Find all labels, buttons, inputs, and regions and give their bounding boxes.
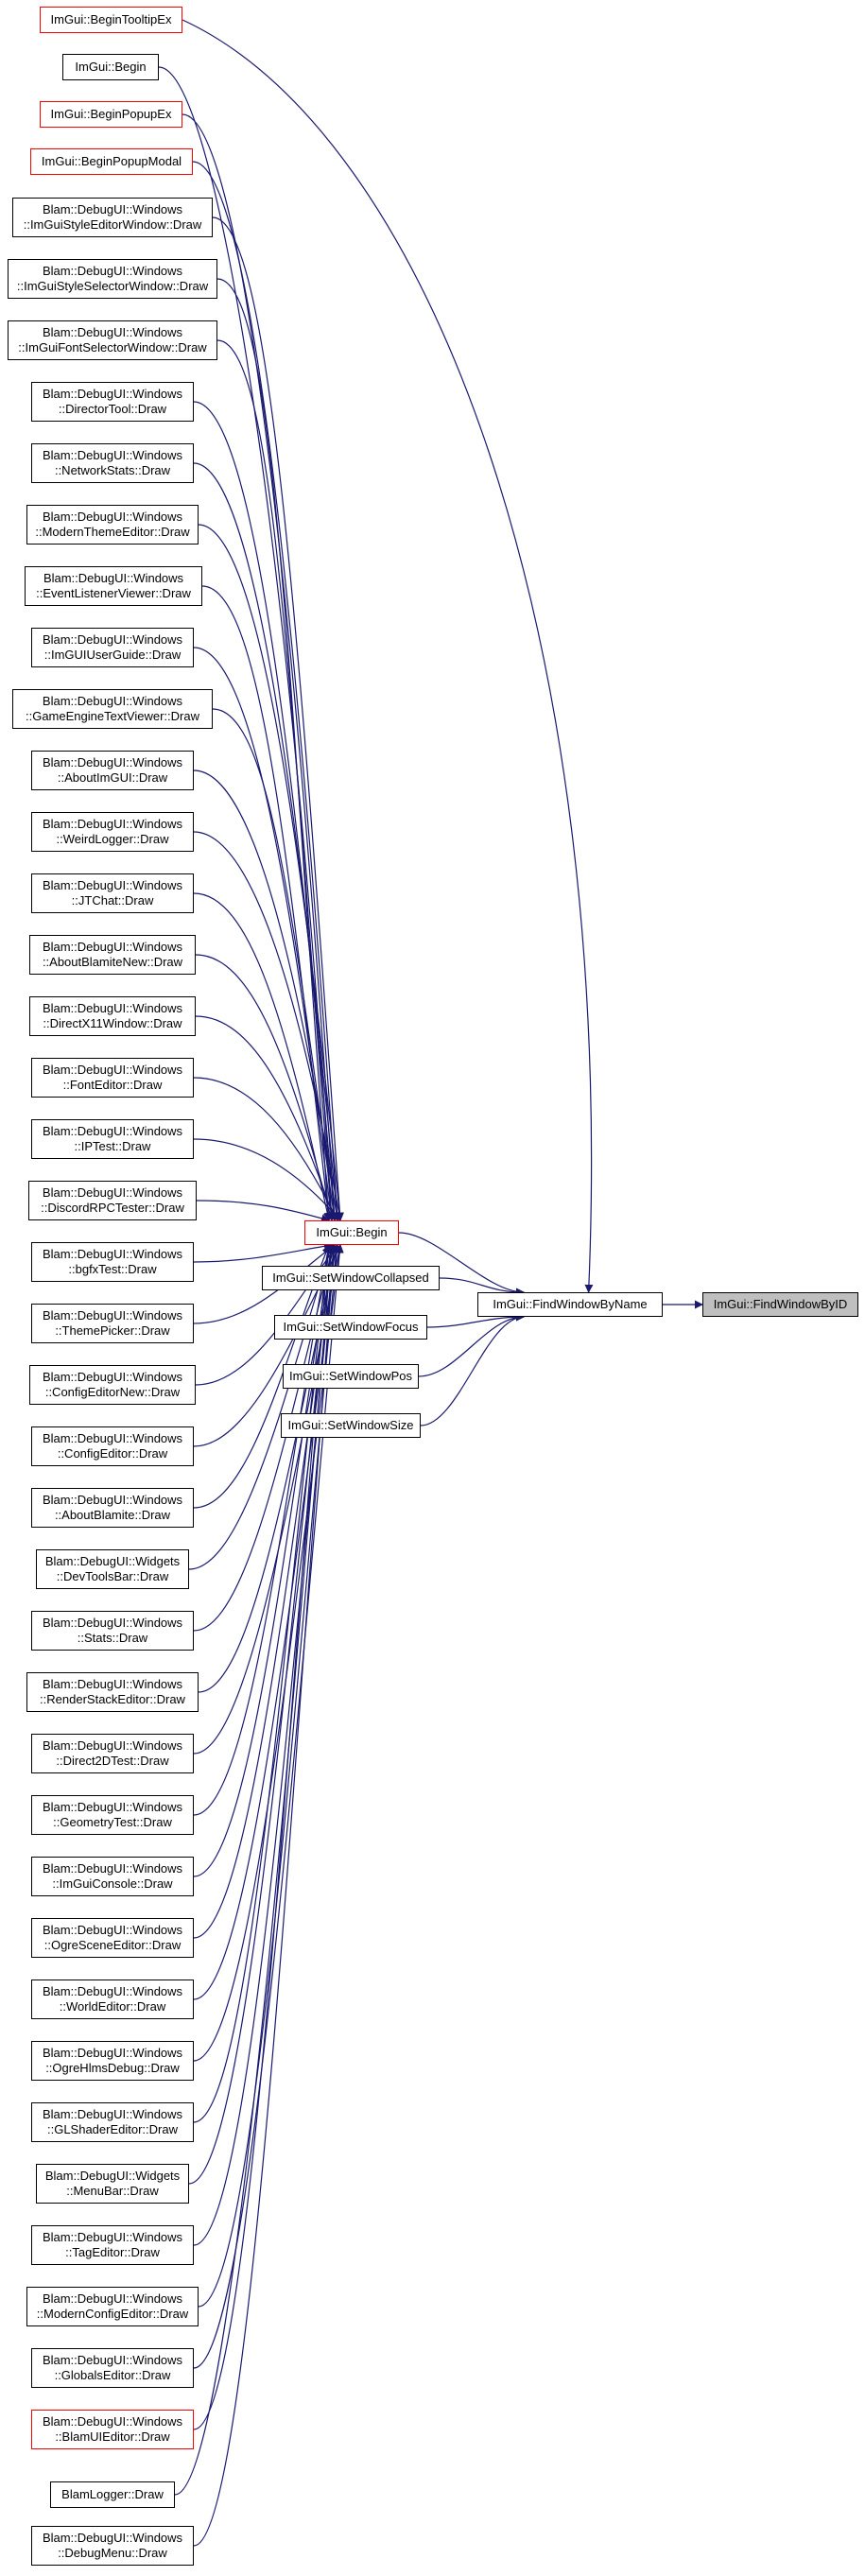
node-blam-debugui-windows-directortool-draw[interactable]: Blam::DebugUI::Windows ::DirectorTool::D…	[31, 382, 194, 422]
edge-caller-to-begin	[193, 1244, 333, 2123]
edge-caller-to-begin	[193, 1244, 332, 1816]
edge-caller-to-begin	[201, 585, 333, 1221]
edge-ss-to-findwindowbyname	[420, 1312, 525, 1426]
edge-caller-to-begin	[196, 1200, 330, 1223]
node-blam-debugui-windows-tageditor-draw[interactable]: Blam::DebugUI::Windows ::TagEditor::Draw	[31, 2225, 194, 2265]
node-blam-debugui-windows-ogrehlmsdebug-draw[interactable]: Blam::DebugUI::Windows ::OgreHlmsDebug::…	[31, 2041, 194, 2081]
node-blam-debugui-windows-configeditor-draw[interactable]: Blam::DebugUI::Windows ::ConfigEditor::D…	[31, 1426, 194, 1466]
node-imgui-findwindowbyid: ImGui::FindWindowByID	[702, 1292, 858, 1317]
edge-caller-to-begin	[193, 1244, 338, 2547]
node-blam-debugui-windows-geometrytest-draw[interactable]: Blam::DebugUI::Windows ::GeometryTest::D…	[31, 1795, 194, 1835]
node-blam-debugui-windows-themepicker-draw[interactable]: Blam::DebugUI::Windows ::ThemePicker::Dr…	[31, 1304, 194, 1343]
node-blam-debugui-windows-worldeditor-draw[interactable]: Blam::DebugUI::Windows ::WorldEditor::Dr…	[31, 1980, 194, 2019]
edge-caller-to-begin	[193, 1244, 344, 2062]
node-blam-debugui-windows-ogresceneeditor-draw[interactable]: Blam::DebugUI::Windows ::OgreSceneEditor…	[31, 1918, 194, 1958]
edge-caller-to-begin	[192, 161, 341, 1221]
node-imgui-begin[interactable]: ImGui::Begin	[62, 54, 159, 80]
node-blam-debugui-windows-eventlistenerviewer-draw[interactable]: Blam::DebugUI::Windows ::EventListenerVi…	[25, 566, 202, 606]
edge-caller-to-begin	[193, 892, 332, 1221]
node-blam-debugui-windows-renderstackeditor-draw[interactable]: Blam::DebugUI::Windows ::RenderStackEdit…	[26, 1672, 199, 1712]
node-blam-debugui-windows-discordrpctester-draw[interactable]: Blam::DebugUI::Windows ::DiscordRPCTeste…	[28, 1181, 197, 1220]
edge-caller-to-begin	[188, 1244, 334, 1570]
node-blamlogger-draw[interactable]: BlamLogger::Draw	[50, 2481, 175, 2508]
node-blam-debugui-windows-gameenginetextviewer-draw[interactable]: Blam::DebugUI::Windows ::GameEngineTextV…	[12, 689, 213, 729]
edge-caller-to-begin	[216, 278, 333, 1221]
node-blam-debugui-windows-aboutimgui-draw[interactable]: Blam::DebugUI::Windows ::AboutImGUI::Dra…	[31, 751, 194, 790]
node-blam-debugui-windows-direct2dtest-draw[interactable]: Blam::DebugUI::Windows ::Direct2DTest::D…	[31, 1734, 194, 1773]
node-imgui-findwindowbyname[interactable]: ImGui::FindWindowByName	[477, 1292, 663, 1317]
node-blam-debugui-windows-iptest-draw[interactable]: Blam::DebugUI::Windows ::IPTest::Draw	[31, 1119, 194, 1159]
node-blam-debugui-windows-imguifontselectorwindow-draw[interactable]: Blam::DebugUI::Windows ::ImGuiFontSelect…	[8, 320, 217, 360]
edge-caller-to-begin	[198, 524, 344, 1221]
node-blam-debugui-windows-bgfxtest-draw[interactable]: Blam::DebugUI::Windows ::bgfxTest::Draw	[31, 1242, 194, 1282]
node-blam-debugui-windows-imguiconsole-draw[interactable]: Blam::DebugUI::Windows ::ImGuiConsole::D…	[31, 1857, 194, 1896]
node-blam-debugui-widgets-devtoolsbar-draw[interactable]: Blam::DebugUI::Widgets ::DevToolsBar::Dr…	[36, 1549, 189, 1589]
node-imgui-setwindowpos[interactable]: ImGui::SetWindowPos	[283, 1364, 419, 1389]
node-blam-debugui-widgets-menubar-draw[interactable]: Blam::DebugUI::Widgets ::MenuBar::Draw	[36, 2164, 189, 2204]
node-imgui-setwindowsize[interactable]: ImGui::SetWindowSize	[281, 1413, 421, 1438]
edge-begintooltipex-to-findwindowbyname	[182, 19, 594, 1293]
edge-sc-to-findwindowbyname	[439, 1277, 525, 1297]
edge-caller-to-begin	[193, 462, 341, 1221]
node-blam-debugui-windows-imguistyleeditorwindow-draw[interactable]: Blam::DebugUI::Windows ::ImGuiStyleEdito…	[12, 198, 213, 237]
edge-hub-to-findwindowbyname	[398, 1232, 525, 1297]
edge-caller-to-begin	[193, 1244, 336, 1877]
edge-caller-to-begin	[193, 1138, 341, 1221]
node-blam-debugui-windows-configeditornew-draw[interactable]: Blam::DebugUI::Windows ::ConfigEditorNew…	[29, 1365, 196, 1405]
node-imgui-setwindowcollapsed[interactable]: ImGui::SetWindowCollapsed	[262, 1266, 440, 1290]
node-blam-debugui-windows-blamuieditor-draw[interactable]: Blam::DebugUI::Windows ::BlamUIEditor::D…	[31, 2410, 194, 2449]
node-blam-debugui-windows-stats-draw[interactable]: Blam::DebugUI::Windows ::Stats::Draw	[31, 1611, 194, 1651]
node-imgui-begintooltipex[interactable]: ImGui::BeginTooltipEx	[40, 7, 182, 33]
node-blam-debugui-windows-modernconfigeditor-draw[interactable]: Blam::DebugUI::Windows ::ModernConfigEdi…	[26, 2287, 199, 2326]
edge-caller-to-begin	[193, 831, 343, 1221]
edge-caller-to-begin	[182, 113, 338, 1221]
node-blam-debugui-windows-networkstats-draw[interactable]: Blam::DebugUI::Windows ::NetworkStats::D…	[31, 443, 194, 483]
edge-caller-to-begin	[195, 1015, 337, 1221]
node-blam-debugui-windows-glshadereditor-draw[interactable]: Blam::DebugUI::Windows ::GLShaderEditor:…	[31, 2102, 194, 2142]
node-imgui-beginpopupmodal[interactable]: ImGui::BeginPopupModal	[30, 148, 193, 175]
node-blam-debugui-windows-modernthemeeditor-draw[interactable]: Blam::DebugUI::Windows ::ModernThemeEdit…	[26, 505, 199, 545]
node-blam-debugui-windows-fonteditor-draw[interactable]: Blam::DebugUI::Windows ::FontEditor::Dra…	[31, 1058, 194, 1098]
node-blam-debugui-windows-imguistyleselectorwindow-draw[interactable]: Blam::DebugUI::Windows ::ImGuiStyleSelec…	[8, 259, 217, 299]
node-blam-debugui-windows-imguiuserguide-draw[interactable]: Blam::DebugUI::Windows ::ImGUIUserGuide:…	[31, 628, 194, 667]
edge-caller-to-begin	[193, 401, 338, 1221]
edge-caller-to-begin	[193, 1077, 338, 1221]
edge-caller-to-begin	[212, 216, 344, 1221]
node-blam-debugui-windows-jtchat-draw[interactable]: Blam::DebugUI::Windows ::JTChat::Draw	[31, 873, 194, 913]
node-blam-debugui-windows-aboutblamite-draw[interactable]: Blam::DebugUI::Windows ::AboutBlamite::D…	[31, 1488, 194, 1528]
node-imgui-setwindowfocus[interactable]: ImGui::SetWindowFocus	[274, 1315, 427, 1340]
edge-caller-to-begin	[193, 1244, 333, 2430]
node-imgui-beginpopupex[interactable]: ImGui::BeginPopupEx	[40, 101, 182, 128]
edge-caller-to-begin	[158, 66, 336, 1221]
edge-caller-to-begin	[174, 1244, 336, 2496]
node-blam-debugui-windows-globalseditor-draw[interactable]: Blam::DebugUI::Windows ::GlobalsEditor::…	[31, 2348, 194, 2388]
edge-caller-to-begin	[193, 1241, 333, 1263]
edge-caller-to-begin	[195, 954, 335, 1221]
node-blam-debugui-windows-weirdlogger-draw[interactable]: Blam::DebugUI::Windows ::WeirdLogger::Dr…	[31, 812, 194, 852]
edge-caller-to-begin	[193, 1244, 344, 2369]
node-blam-debugui-windows-debugmenu-draw[interactable]: Blam::DebugUI::Windows ::DebugMenu::Draw	[31, 2526, 194, 2566]
node-blam-debugui-windows-directx11window-draw[interactable]: Blam::DebugUI::Windows ::DirectX11Window…	[29, 996, 196, 1036]
edge-caller-to-begin	[193, 1244, 336, 1324]
edge-caller-to-begin	[212, 708, 338, 1221]
edge-sp-to-findwindowbyname	[418, 1312, 525, 1377]
edge-sf-to-findwindowbyname	[426, 1312, 525, 1328]
node-imgui-begin[interactable]: ImGui::Begin	[304, 1220, 399, 1245]
node-blam-debugui-windows-aboutblamitenew-draw[interactable]: Blam::DebugUI::Windows ::AboutBlamiteNew…	[29, 935, 196, 975]
